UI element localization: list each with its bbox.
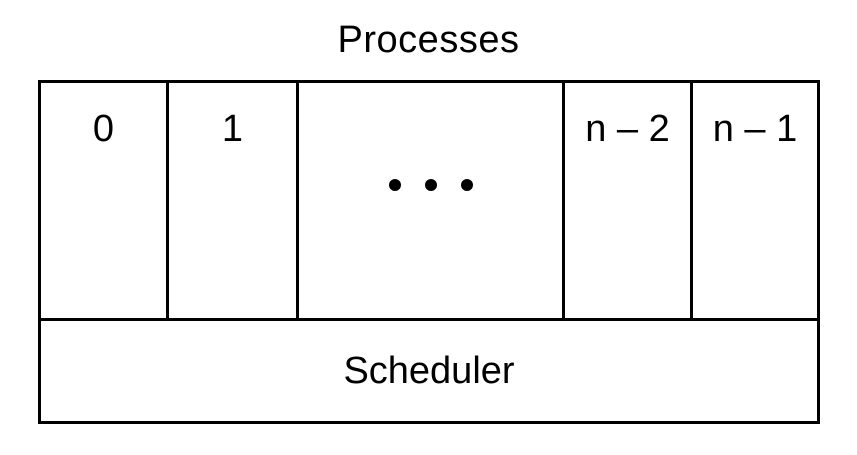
process-label: 0: [92, 108, 115, 150]
process-cell-n-minus-2: n – 2: [565, 83, 693, 318]
process-cell-n-minus-1: n – 1: [693, 83, 817, 318]
scheduler-label: Scheduler: [343, 349, 515, 392]
ellipsis-icon: [299, 179, 562, 191]
process-label: 1: [221, 108, 244, 150]
process-row: 0 1 n – 2 n – 1: [41, 83, 817, 321]
process-scheduler-diagram: 0 1 n – 2 n – 1 Scheduler: [38, 80, 820, 424]
scheduler-box: Scheduler: [41, 321, 817, 421]
process-cell-0: 0: [41, 83, 169, 318]
process-label: n – 1: [712, 108, 798, 150]
dot: [388, 179, 401, 191]
process-cell-ellipsis: [299, 83, 565, 318]
process-cell-1: 1: [169, 83, 299, 318]
dot: [460, 179, 473, 191]
process-label: n – 2: [585, 108, 670, 150]
diagram-title: Processes: [337, 19, 520, 61]
dot: [424, 179, 437, 191]
